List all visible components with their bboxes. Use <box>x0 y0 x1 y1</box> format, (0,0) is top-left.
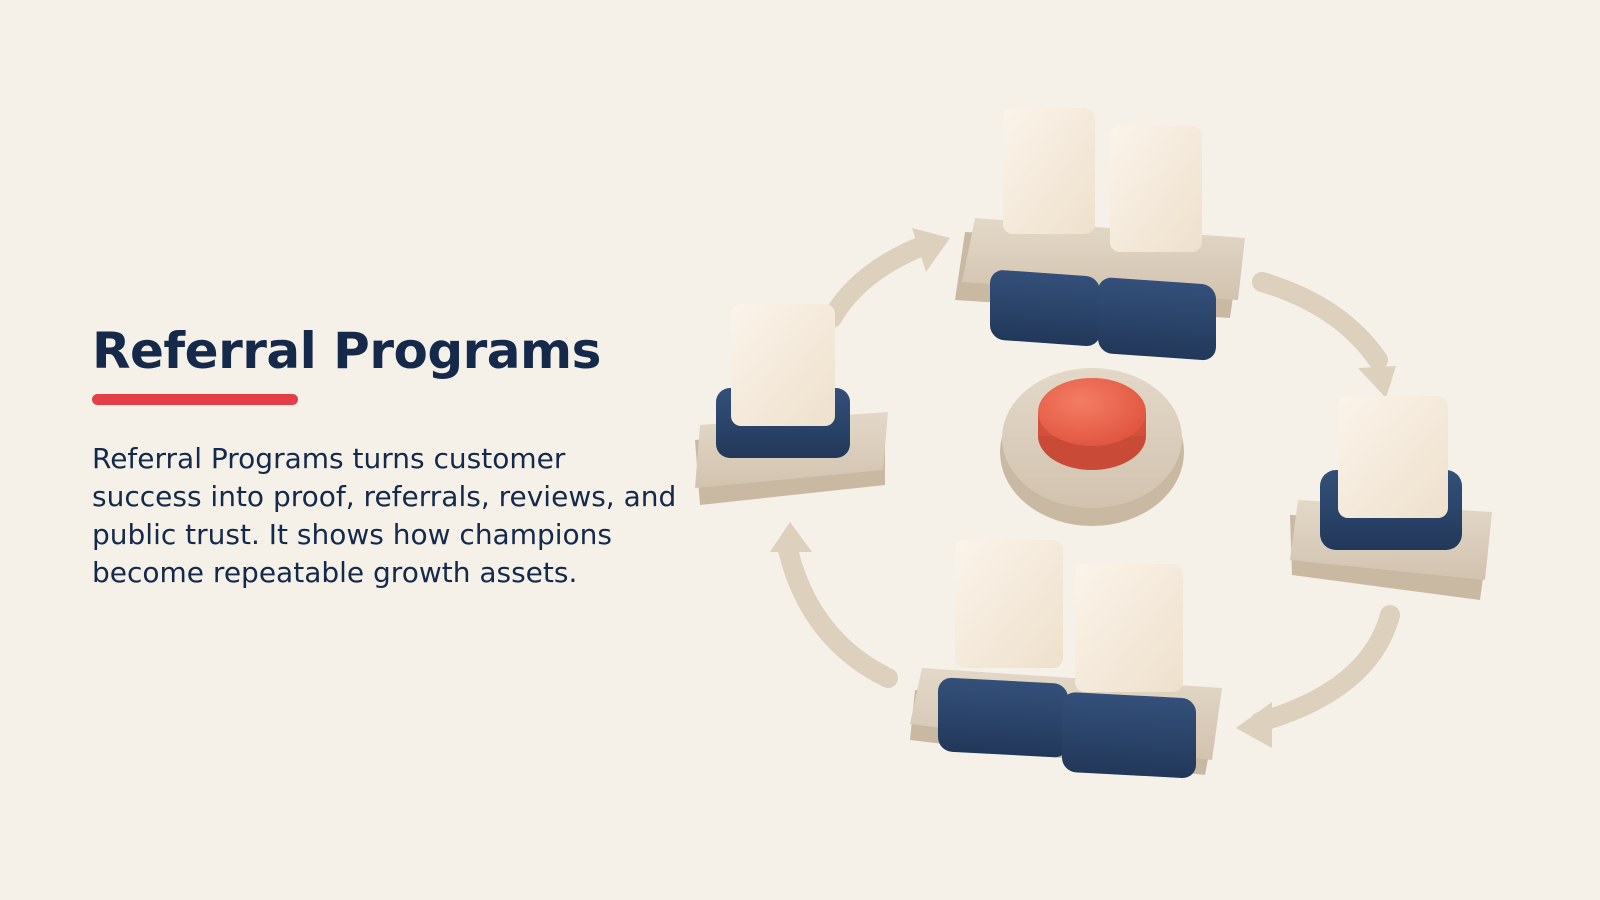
arrow-left-to-top <box>822 235 935 328</box>
referral-cycle-illustration <box>695 108 1492 778</box>
center-red-button <box>1000 368 1184 526</box>
card <box>1075 564 1183 692</box>
platform-top <box>955 108 1245 361</box>
arrow-head-bottom <box>1236 702 1272 748</box>
card <box>731 304 835 426</box>
title-accent-underline <box>92 394 298 405</box>
platform-right <box>1290 396 1492 600</box>
page-title: Referral Programs <box>92 322 601 380</box>
slide-description: Referral Programs turns customer success… <box>92 442 677 589</box>
card <box>1003 108 1095 234</box>
arrow-head-right <box>1358 366 1396 398</box>
arrow-heads <box>770 228 1396 748</box>
arrow-right-to-bottom <box>1250 605 1400 732</box>
arrow-head-top <box>912 228 950 272</box>
arrow-bottom-to-left <box>778 540 898 688</box>
cycle-arrows <box>778 235 1400 732</box>
card <box>955 540 1063 668</box>
platform-bottom <box>910 540 1222 778</box>
card <box>1110 126 1202 252</box>
arrow-top-to-right <box>1252 272 1388 370</box>
arrow-head-left <box>770 522 812 552</box>
card <box>1338 396 1448 518</box>
platform-left <box>695 304 888 505</box>
